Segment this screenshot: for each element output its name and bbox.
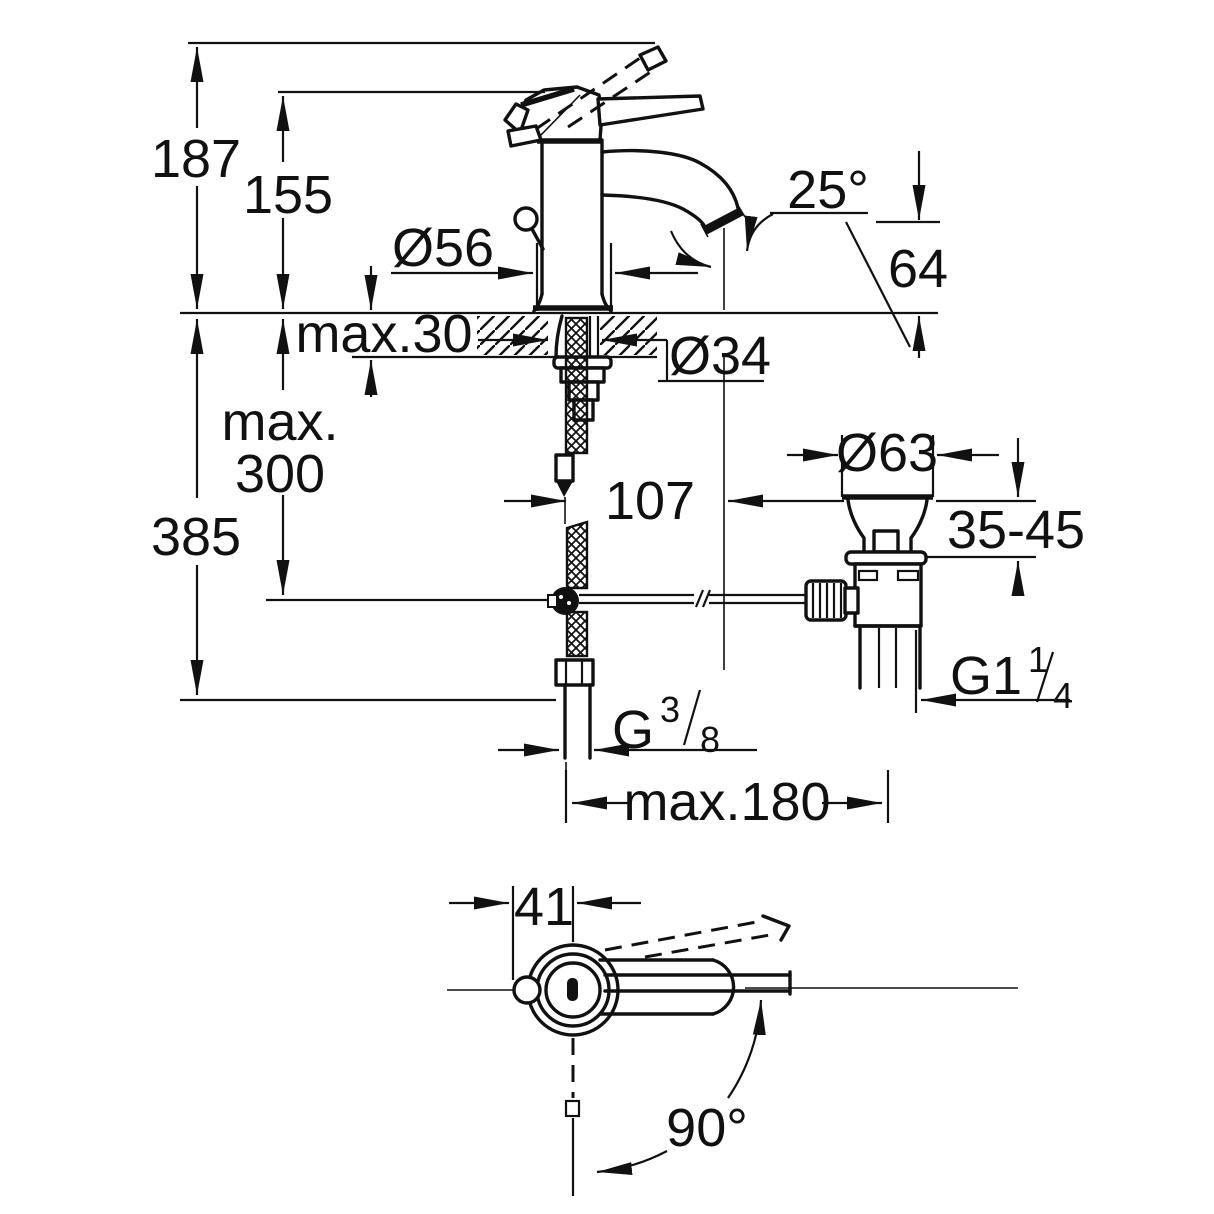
plan-cartridge-slot [567, 978, 578, 1001]
drain-knob [872, 529, 900, 554]
plan-view: 41 90° [447, 877, 1018, 1196]
spout-height-label: 64 [888, 239, 948, 299]
pop-up-linkage [547, 587, 806, 615]
hose-end-fitting [554, 453, 575, 483]
hole-diameter-label: Ø34 [669, 326, 771, 386]
hose-thread-label: G [612, 700, 654, 760]
deck-thickness-label: max.30 [295, 304, 472, 364]
drain-thread-numerator: 1 [1028, 639, 1048, 680]
hose-thread-numerator: 3 [660, 689, 680, 730]
dim-install-depth: max. 300 [221, 319, 548, 602]
rod-break-mark [694, 589, 705, 608]
base-diameter-label: Ø56 [392, 218, 494, 278]
dim-overall-height: 187 [151, 41, 655, 309]
dim-rod-offset: 41 [449, 877, 641, 980]
aerator [701, 207, 745, 235]
hose-hex-nut [554, 658, 595, 687]
supply-hose [552, 314, 613, 823]
braided-hose-middle [565, 520, 589, 590]
swivel-angle-label: 90° [666, 1098, 748, 1158]
dim-deck-thickness: max.30 [295, 266, 473, 397]
dim-hose-thread: G 3 8 [498, 689, 757, 760]
dim-spray-angle: 25° [669, 160, 911, 348]
total-depth-label: 385 [151, 507, 241, 567]
dim-drain-thread: G1 1 4 [921, 639, 1073, 716]
faucet-body [513, 138, 613, 313]
handle-height-label: 155 [243, 165, 333, 225]
dim-hole-diameter: Ø34 [478, 326, 771, 386]
lever-handle [503, 45, 705, 148]
dim-max-drain-offset: max.180 [564, 770, 890, 832]
drain-flange [844, 550, 928, 566]
plan-lever-cap [711, 958, 736, 1016]
handle-raised-dashed [535, 56, 641, 131]
max-drain-offset-label: max.180 [623, 772, 830, 832]
plan-popup-knob [512, 975, 542, 1005]
plan-faucet [447, 914, 1018, 1196]
plan-spout-dashed [604, 919, 763, 952]
braided-hose-upper [564, 316, 589, 455]
overall-height-label: 187 [151, 129, 241, 189]
pop-up-rod-knob [513, 206, 539, 232]
counter-hatch-left [477, 316, 548, 355]
counter-hatch-right [600, 316, 657, 355]
hose-cut-tip [556, 481, 573, 497]
spray-angle-label: 25° [787, 160, 869, 220]
dim-base-diameter: Ø56 [391, 218, 698, 311]
drain-thread-label: G1 [950, 646, 1022, 706]
hose-thread-denominator: 8 [700, 719, 720, 760]
pop-up-rod [554, 314, 564, 359]
spout [600, 148, 746, 670]
install-depth-label-1: max. [221, 392, 338, 452]
rod-offset-label: 41 [514, 877, 574, 937]
dim-swivel-angle: 90° [596, 999, 766, 1176]
water-direction-arrow [669, 230, 712, 269]
side-view: 187 155 Ø56 25° 64 [151, 41, 1085, 832]
dim-spout-reach: 107 [504, 471, 844, 531]
install-depth-label-2: 300 [235, 444, 325, 504]
dim-spout-height: 64 [876, 151, 948, 358]
drain-body [853, 562, 923, 628]
handle-raised-tip [638, 45, 668, 72]
drain-flange-diameter-label: Ø63 [836, 423, 938, 483]
dim-drain-flange-diameter: Ø63 [787, 423, 999, 497]
drain-deck-range-label: 35-45 [947, 500, 1085, 560]
dim-drain-deck-range: 35-45 [926, 438, 1085, 596]
dim-handle-height: 155 [243, 90, 545, 309]
drain-thread-denominator: 4 [1053, 675, 1073, 716]
handle-lever [596, 94, 705, 127]
braided-hose-lower [565, 610, 589, 658]
drain-assembly [804, 494, 933, 713]
spout-reach-label: 107 [605, 471, 695, 531]
dim-total-depth: 385 [151, 319, 556, 702]
